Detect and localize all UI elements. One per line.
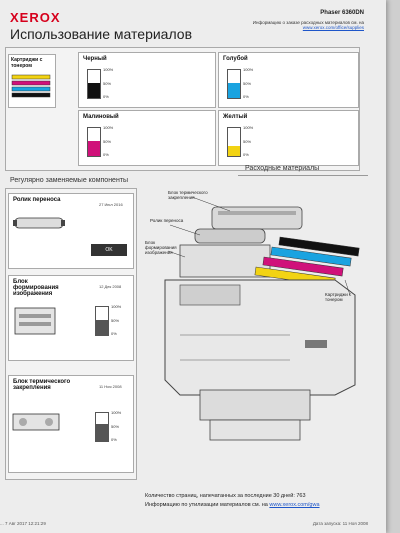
- pages-count: Количество страниц, напечатанных за посл…: [145, 493, 306, 499]
- supplies-tab-line: [238, 175, 368, 176]
- toner-magenta-gauge: [87, 127, 101, 157]
- toner-cyan-gauge: [227, 69, 241, 99]
- printer-model: Phaser 6360DN: [320, 10, 364, 16]
- callout-toner: Картриджи с тонером: [325, 292, 352, 302]
- toner-section-label-box: Картриджи с тонером: [8, 54, 56, 108]
- imaging-unit-icon: [14, 307, 56, 335]
- toner-black-card: Черный 100% 50% 0%: [78, 52, 216, 108]
- printer-illustration: [164, 196, 360, 441]
- printed-page: XEROX Phaser 6360DN Информацию о заказе …: [0, 0, 386, 533]
- callout-fuser: Блок термического закрепления: [168, 190, 208, 200]
- recycle-info: Информацию по утилизации материалов см. …: [145, 502, 320, 508]
- fuser-gauge: [95, 412, 109, 442]
- callout-imaging-unit: Блок формирования изображения: [145, 240, 177, 255]
- supplies-url[interactable]: www.xerox.com/office/supplies: [302, 25, 364, 30]
- toner-yellow-card: Желтый 100% 50% 0%: [218, 110, 359, 166]
- components-section-title: Регулярно заменяемые компоненты: [10, 177, 129, 184]
- ok-status: OK: [91, 244, 127, 256]
- components-section: Ролик переноса 27 Июл 2016 OK Блок форми…: [5, 188, 137, 480]
- toner-yellow-level: [228, 146, 240, 156]
- supplies-info: Информацию о заказе расходных материалов…: [252, 20, 364, 30]
- transfer-roller-icon: [13, 217, 65, 229]
- toner-cyan-card: Голубой 100% 50% 0%: [218, 52, 359, 108]
- footer-timestamp: ... 7 Авг 2017 12:21:29: [0, 521, 46, 526]
- toner-yellow-gauge: [227, 127, 241, 157]
- xerox-logo: XEROX: [10, 10, 61, 25]
- supplies-tab: Расходные материалы: [245, 165, 320, 172]
- imaging-unit-card: Блок формирования изображения 12 Дек 200…: [8, 275, 134, 361]
- fuser-icon: [12, 413, 60, 431]
- toner-section: Картриджи с тонером Черный 100% 50% 0% Г…: [5, 47, 360, 171]
- toner-black-level: [88, 82, 100, 98]
- toner-magenta-level: [88, 140, 100, 156]
- recycle-url[interactable]: www.xerox.com/gwa: [269, 502, 320, 508]
- fuser-card: Блок термического закрепления 11 Ноя 200…: [8, 375, 134, 473]
- imaging-unit-gauge: [95, 306, 109, 336]
- toner-cyan-level: [228, 82, 240, 98]
- transfer-roller-card: Ролик переноса 27 Июл 2016 OK: [8, 193, 134, 269]
- page-title: Использование материалов: [10, 26, 193, 42]
- imaging-unit-level: [96, 319, 108, 335]
- toner-magenta-card: Малиновый 100% 50% 0%: [78, 110, 216, 166]
- toner-cartridges-icon: [11, 74, 51, 98]
- toner-black-gauge: [87, 69, 101, 99]
- fuser-level: [96, 424, 108, 441]
- callout-transfer-roller: Ролик переноса: [150, 218, 184, 223]
- footer-start-date: Дата запуска: 11 Ноя 2008: [312, 521, 368, 526]
